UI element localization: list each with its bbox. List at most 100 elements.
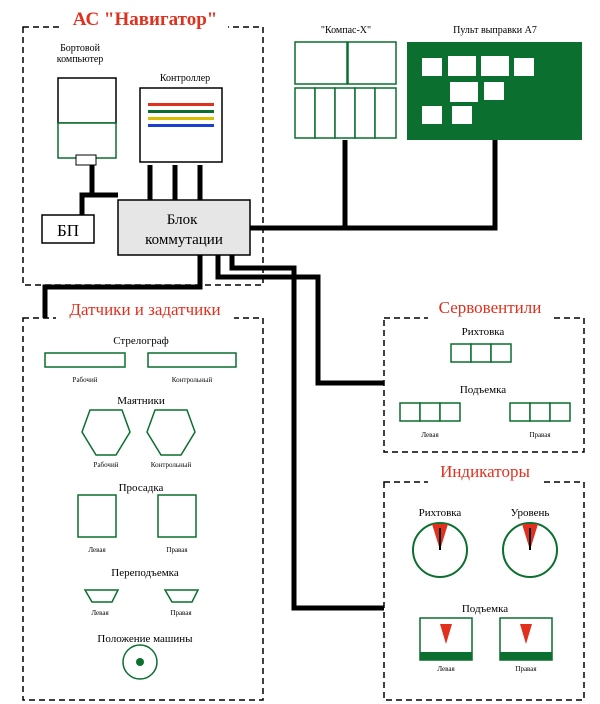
computer-screen <box>57 77 117 124</box>
kompas-device <box>294 41 397 139</box>
podemka-right-indicator-red-sector <box>520 624 532 644</box>
panel-gauge-1 <box>422 58 442 76</box>
strelograf-working-sensor <box>44 352 126 368</box>
system-title: АС "Навигатор" <box>73 9 218 30</box>
perepodemka-right-sensor <box>163 589 200 603</box>
panel-gauge-7 <box>422 106 442 124</box>
servo-valve-rikhtovka <box>450 343 512 363</box>
line-to-panel <box>345 140 498 231</box>
panel-gauge-8 <box>452 106 472 124</box>
servo-podemka-right-cell-3 <box>549 402 571 422</box>
power-supply-label: БП <box>57 221 79 240</box>
panel-gauge-5 <box>450 82 478 102</box>
kompas-module-5 <box>374 87 397 139</box>
servo-rikhtovka-cell-3 <box>490 343 512 363</box>
kompas-module-3 <box>334 87 356 139</box>
servo-rikhtovka-cell-2 <box>470 343 492 363</box>
pendulum-control-sensor <box>146 409 196 456</box>
servo-right-label: Правая <box>529 431 551 439</box>
perepodemka-right-label: Правая <box>170 609 192 617</box>
prosadka-right-sensor <box>157 494 197 538</box>
mayatniki-label: Маятники <box>117 395 165 407</box>
polozhenie-label: Положение машины <box>97 633 193 645</box>
controller <box>139 87 223 163</box>
controller-status-row-blue <box>148 124 214 127</box>
line-ps-to-switch <box>79 192 118 215</box>
indicator-rikhtovka-label: Рихтовка <box>419 507 462 519</box>
panel-device <box>407 42 582 140</box>
indicators-title: Индикаторы <box>440 462 530 481</box>
servo-podemka-label: Подъемка <box>460 384 506 396</box>
pendulum-working-label: Рабочий <box>94 461 119 469</box>
strelograf-control-label: Контрольный <box>172 376 213 384</box>
servo-rikhtovka-label: Рихтовка <box>462 326 505 338</box>
perepodemka-left-sensor <box>83 589 120 603</box>
podemka-right-indicator <box>499 617 553 661</box>
panel-label: Пульт выправки А7 <box>453 25 537 36</box>
kompas-display <box>294 41 348 85</box>
indicator-podemka-label: Подъемка <box>462 603 508 615</box>
panel-gauge-6 <box>484 82 504 100</box>
servo-left-label: Левая <box>421 431 439 439</box>
controller-status-row-green <box>148 110 214 113</box>
computer-keyboard <box>57 122 117 159</box>
panel-gauge-3 <box>481 56 509 76</box>
controller-status-row-yellow <box>148 117 214 120</box>
indicators-group-box <box>383 481 585 701</box>
strelograf-working-label: Рабочий <box>73 376 98 384</box>
servo-valve-podemka-right <box>509 402 571 422</box>
position-encoder-hub <box>136 658 144 666</box>
servo-valve-podemka-left <box>399 402 461 422</box>
line-computer-to-switch <box>89 165 118 198</box>
pendulum-control-label: Контрольный <box>151 461 192 469</box>
servo-rikhtovka-cell-1 <box>450 343 472 363</box>
servo-podemka-left-cell-1 <box>399 402 421 422</box>
servo-podemka-left-cell-2 <box>419 402 441 422</box>
kompas-module-1 <box>294 87 316 139</box>
strelograf-label: Стрелограф <box>113 335 169 347</box>
controller-status-row-red <box>148 103 214 106</box>
kompas-module-4 <box>354 87 376 139</box>
podemka-left-indicator-red-sector <box>440 624 452 644</box>
line-to-indicators <box>229 255 384 611</box>
panel-gauge-2 <box>448 56 476 76</box>
perepodemka-label: Переподъемка <box>111 567 179 579</box>
rikhtovka-gauge <box>412 522 468 578</box>
panel-gauge-4 <box>514 58 534 76</box>
line-to-servo <box>215 255 384 386</box>
podemka-right-indicator-base <box>500 652 552 660</box>
switch-block <box>117 199 251 256</box>
perepodemka-left-label: Левая <box>91 609 109 617</box>
prosadka-label: Просадка <box>119 482 164 494</box>
podemka-left-indicator-base <box>420 652 472 660</box>
line-to-sensors <box>42 255 203 318</box>
indicator-right-label: Правая <box>515 665 537 673</box>
kompas-keypad <box>347 41 397 85</box>
uroven-gauge <box>502 522 558 578</box>
switch-block-label: Блок коммутации <box>145 212 223 248</box>
podemka-left-indicator <box>419 617 473 661</box>
prosadka-left-sensor <box>77 494 117 538</box>
prosadka-right-label: Правая <box>166 546 188 554</box>
servo-podemka-right-cell-1 <box>509 402 531 422</box>
sensors-title: Датчики и задатчики <box>69 300 220 319</box>
connection-lines <box>42 140 498 611</box>
servo-title: Сервовентили <box>439 298 542 317</box>
prosadka-left-label: Левая <box>88 546 106 554</box>
power-supply <box>41 214 95 244</box>
servo-podemka-right-cell-2 <box>529 402 551 422</box>
indicator-left-label: Левая <box>437 665 455 673</box>
line-to-kompas <box>250 140 348 231</box>
kompas-label: "Компас-Х" <box>321 25 371 36</box>
pendulum-working-sensor <box>81 409 131 456</box>
strelograf-control-sensor <box>147 352 237 368</box>
indicator-uroven-label: Уровень <box>511 507 550 519</box>
onboard-computer <box>57 77 117 166</box>
computer-base <box>75 154 97 166</box>
controller-label: Контроллер <box>160 73 210 84</box>
kompas-module-2 <box>314 87 336 139</box>
servo-podemka-left-cell-3 <box>439 402 461 422</box>
